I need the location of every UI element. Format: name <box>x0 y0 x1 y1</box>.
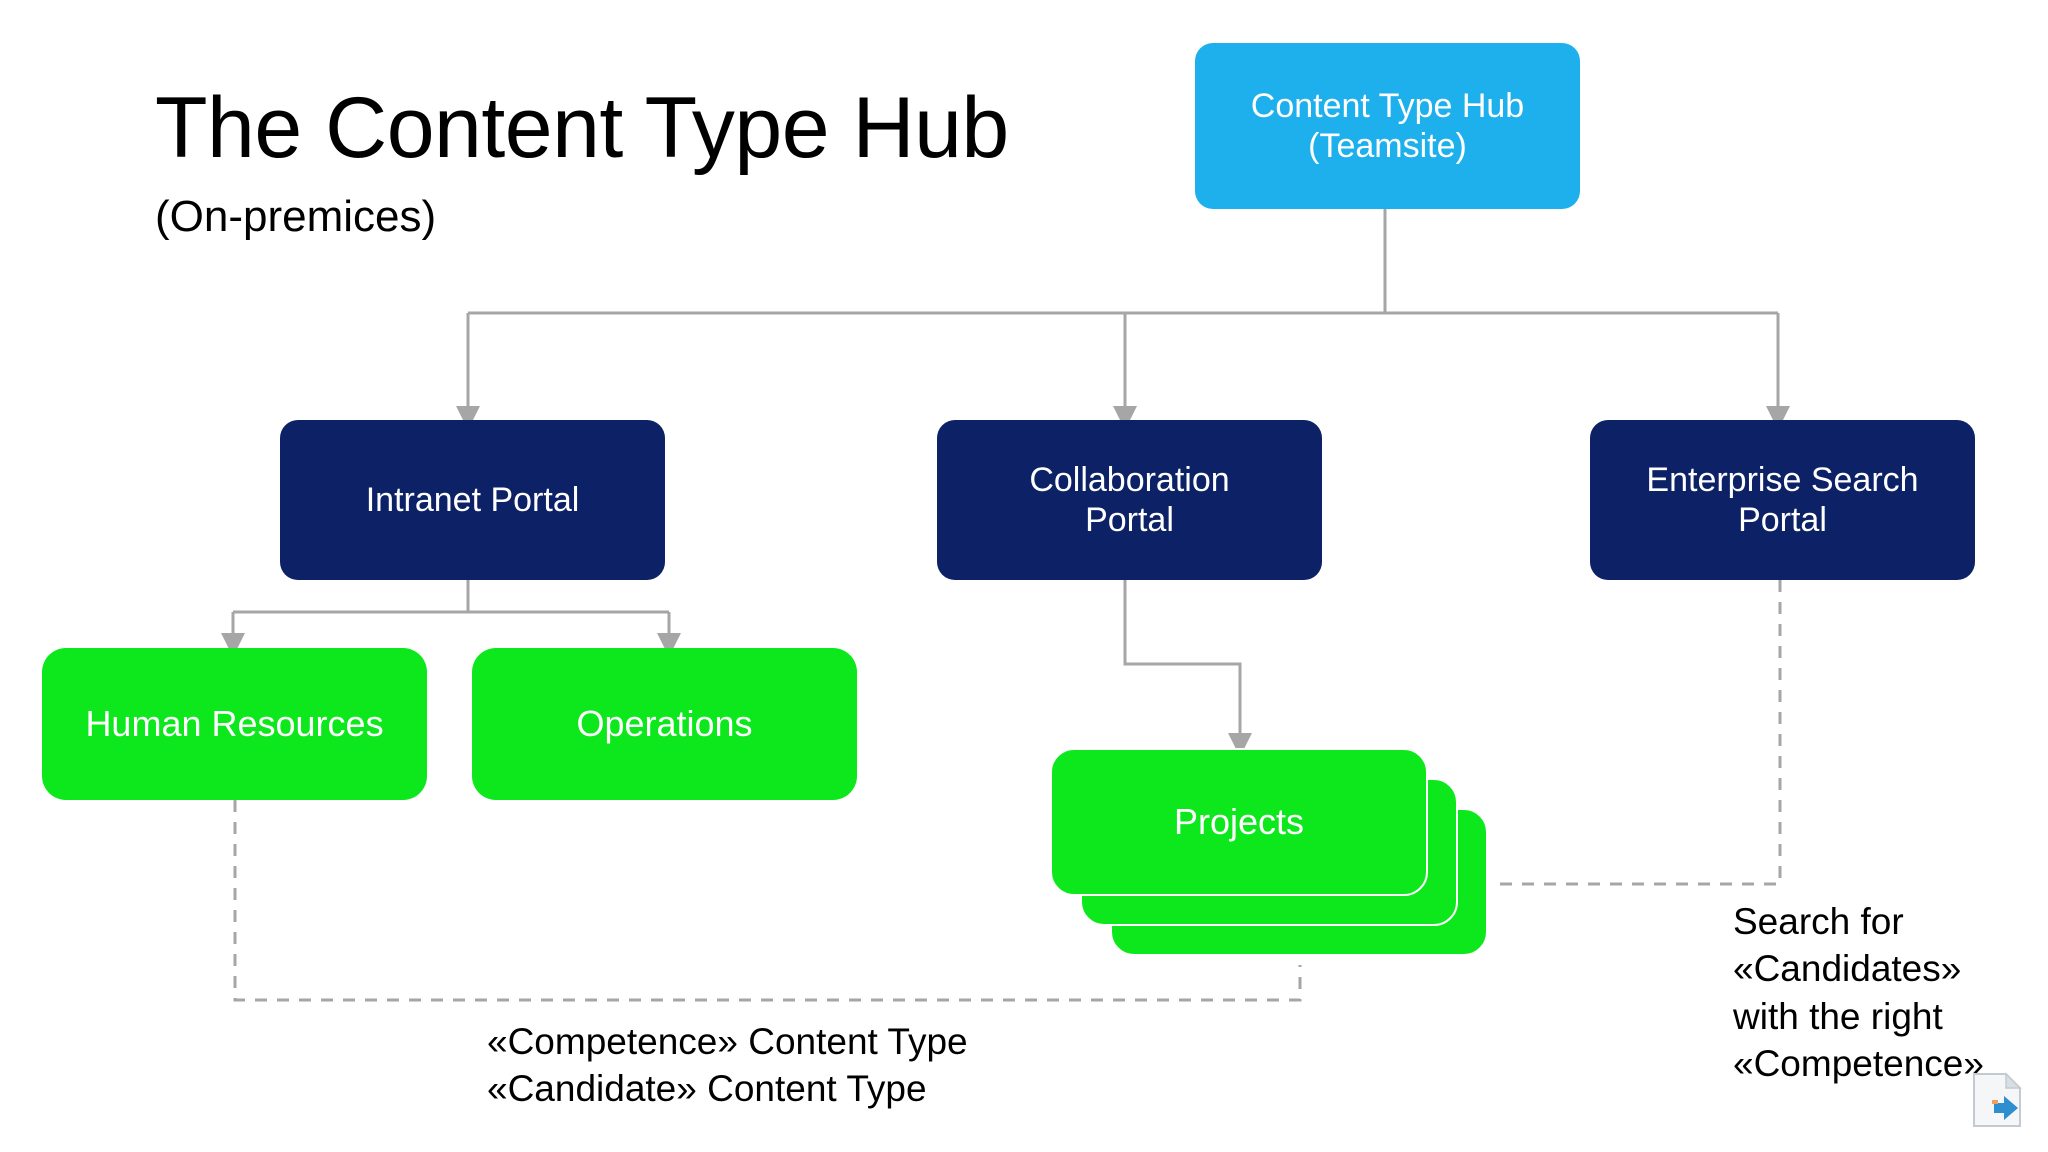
node-content-type-hub-label: Content Type Hub (Teamsite) <box>1250 86 1525 165</box>
node-human-resources[interactable]: Human Resources <box>42 648 427 800</box>
node-collaboration-portal[interactable]: Collaboration Portal <box>937 420 1322 580</box>
page-subtitle: (On-premices) <box>155 192 437 241</box>
node-operations[interactable]: Operations <box>472 648 857 800</box>
page-title: The Content Type Hub <box>155 80 1009 176</box>
node-enterprise-search-portal-label: Enterprise Search Portal <box>1646 460 1919 539</box>
projects-card-front[interactable]: Projects <box>1050 748 1428 896</box>
connector-dashed-enterprise-to-projects <box>1490 580 1782 886</box>
connector-dashed-hr-to-projects <box>233 800 1302 1002</box>
node-intranet-portal-label: Intranet Portal <box>365 480 580 519</box>
node-intranet-portal[interactable]: Intranet Portal <box>280 420 665 580</box>
caption-search-description: Search for «Candidates» with the right «… <box>1733 901 1984 1085</box>
node-collaboration-portal-label: Collaboration Portal <box>1029 460 1230 539</box>
node-projects-stack[interactable]: Projects <box>1050 748 1490 968</box>
node-content-type-hub[interactable]: Content Type Hub (Teamsite) <box>1195 43 1580 209</box>
node-human-resources-label: Human Resources <box>85 702 384 744</box>
caption-content-types: «Competence» Content Type «Candidate» Co… <box>487 1021 968 1110</box>
node-operations-label: Operations <box>576 702 753 744</box>
title-block: The Content Type Hub (On-premices) <box>155 85 1155 239</box>
document-arrow-icon <box>1973 1072 2022 1127</box>
node-enterprise-search-portal[interactable]: Enterprise Search Portal <box>1590 420 1975 580</box>
node-projects-label: Projects <box>1173 800 1305 842</box>
connector-collaboration-to-projects <box>1123 580 1252 757</box>
